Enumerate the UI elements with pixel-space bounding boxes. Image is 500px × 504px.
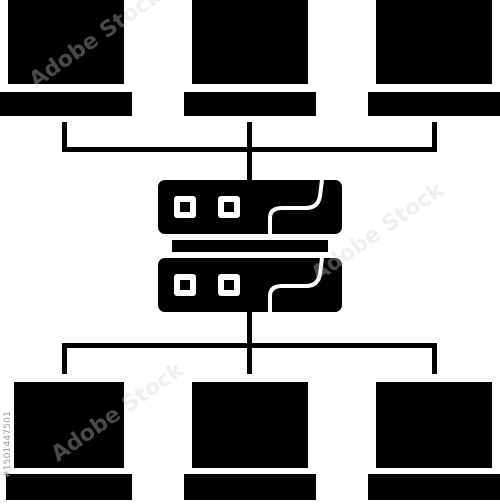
drop-line-right (432, 122, 437, 152)
laptop-screen (192, 0, 308, 84)
laptop-icon (6, 382, 132, 500)
server-led-core (180, 202, 190, 212)
drop-line-right (432, 343, 437, 374)
server-led-core (224, 280, 234, 290)
server-unit-top (158, 180, 342, 234)
drop-line-left (62, 122, 67, 152)
laptop-base (6, 474, 132, 500)
server-cable-top (268, 179, 324, 234)
laptop-icon (184, 382, 316, 500)
trunk-line-top (247, 122, 252, 180)
server-divider (172, 240, 328, 252)
laptop-screen (192, 382, 308, 468)
server-led-core (224, 202, 234, 212)
laptop-base (184, 92, 316, 116)
laptop-icon (184, 0, 316, 116)
top-connector-lines (62, 122, 437, 180)
laptop-icon (0, 0, 132, 116)
laptop-screen (8, 0, 124, 84)
laptop-screen (14, 382, 124, 468)
laptop-screen (376, 0, 492, 84)
server-led-core (180, 280, 190, 290)
laptop-base (0, 92, 132, 116)
laptop-base (368, 474, 500, 500)
laptop-base (368, 92, 500, 116)
laptop-base (184, 474, 316, 500)
laptop-icon (368, 0, 500, 116)
drop-line-left (62, 343, 67, 374)
bottom-connector-lines (62, 312, 437, 374)
bus-line-bottom (62, 343, 437, 348)
server-cable-bottom (268, 257, 324, 312)
server-unit-bottom (158, 258, 342, 312)
laptop-icon (368, 382, 500, 500)
laptop-screen (376, 382, 492, 468)
stock-id-label: #1501447501 (3, 410, 13, 478)
server-rack-icon (158, 180, 342, 312)
